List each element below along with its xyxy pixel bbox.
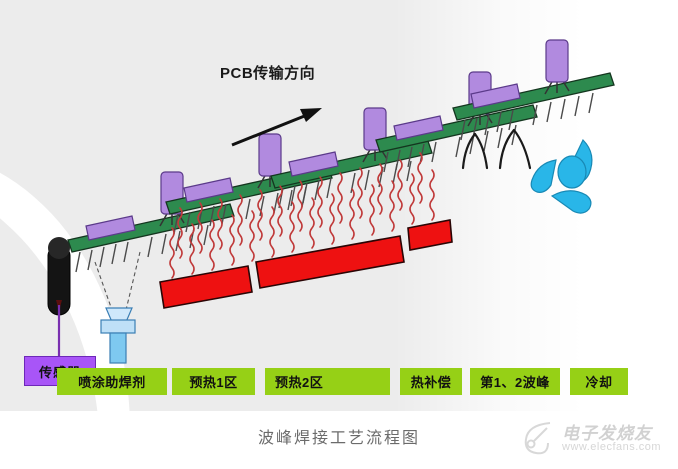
stage-chip-flux[interactable]: 喷涂助焊剂 (57, 368, 167, 395)
pcb-direction-arrow (231, 108, 322, 147)
stage-chip-preheat2[interactable]: 预热2区 (265, 368, 390, 395)
flux-spray-nozzle (94, 251, 141, 364)
stage-chip-wave[interactable]: 第1、2波峰 (470, 368, 560, 395)
board-wave (452, 39, 615, 141)
board-flux (67, 171, 235, 273)
cooling-fan (530, 138, 593, 214)
solder-waves (461, 128, 532, 170)
stage-chip-cooling[interactable]: 冷却 (570, 368, 628, 395)
stage-chip-preheat1[interactable]: 预热1区 (172, 368, 255, 395)
pcb-direction-label: PCB传输方向 (220, 65, 316, 82)
preheat-bar-3 (407, 219, 453, 251)
through-hole-component (544, 39, 570, 95)
through-hole-component (257, 133, 283, 189)
figure-caption: 波峰焊接工艺流程图 (257, 430, 420, 447)
preheat-bar-1 (159, 265, 253, 309)
process-diagram (47, 39, 615, 364)
sensor-probe (47, 237, 71, 356)
through-hole-component (362, 107, 388, 163)
preheat-bar-2 (255, 235, 405, 289)
stage-chip-compensation[interactable]: 热补偿 (400, 368, 462, 395)
